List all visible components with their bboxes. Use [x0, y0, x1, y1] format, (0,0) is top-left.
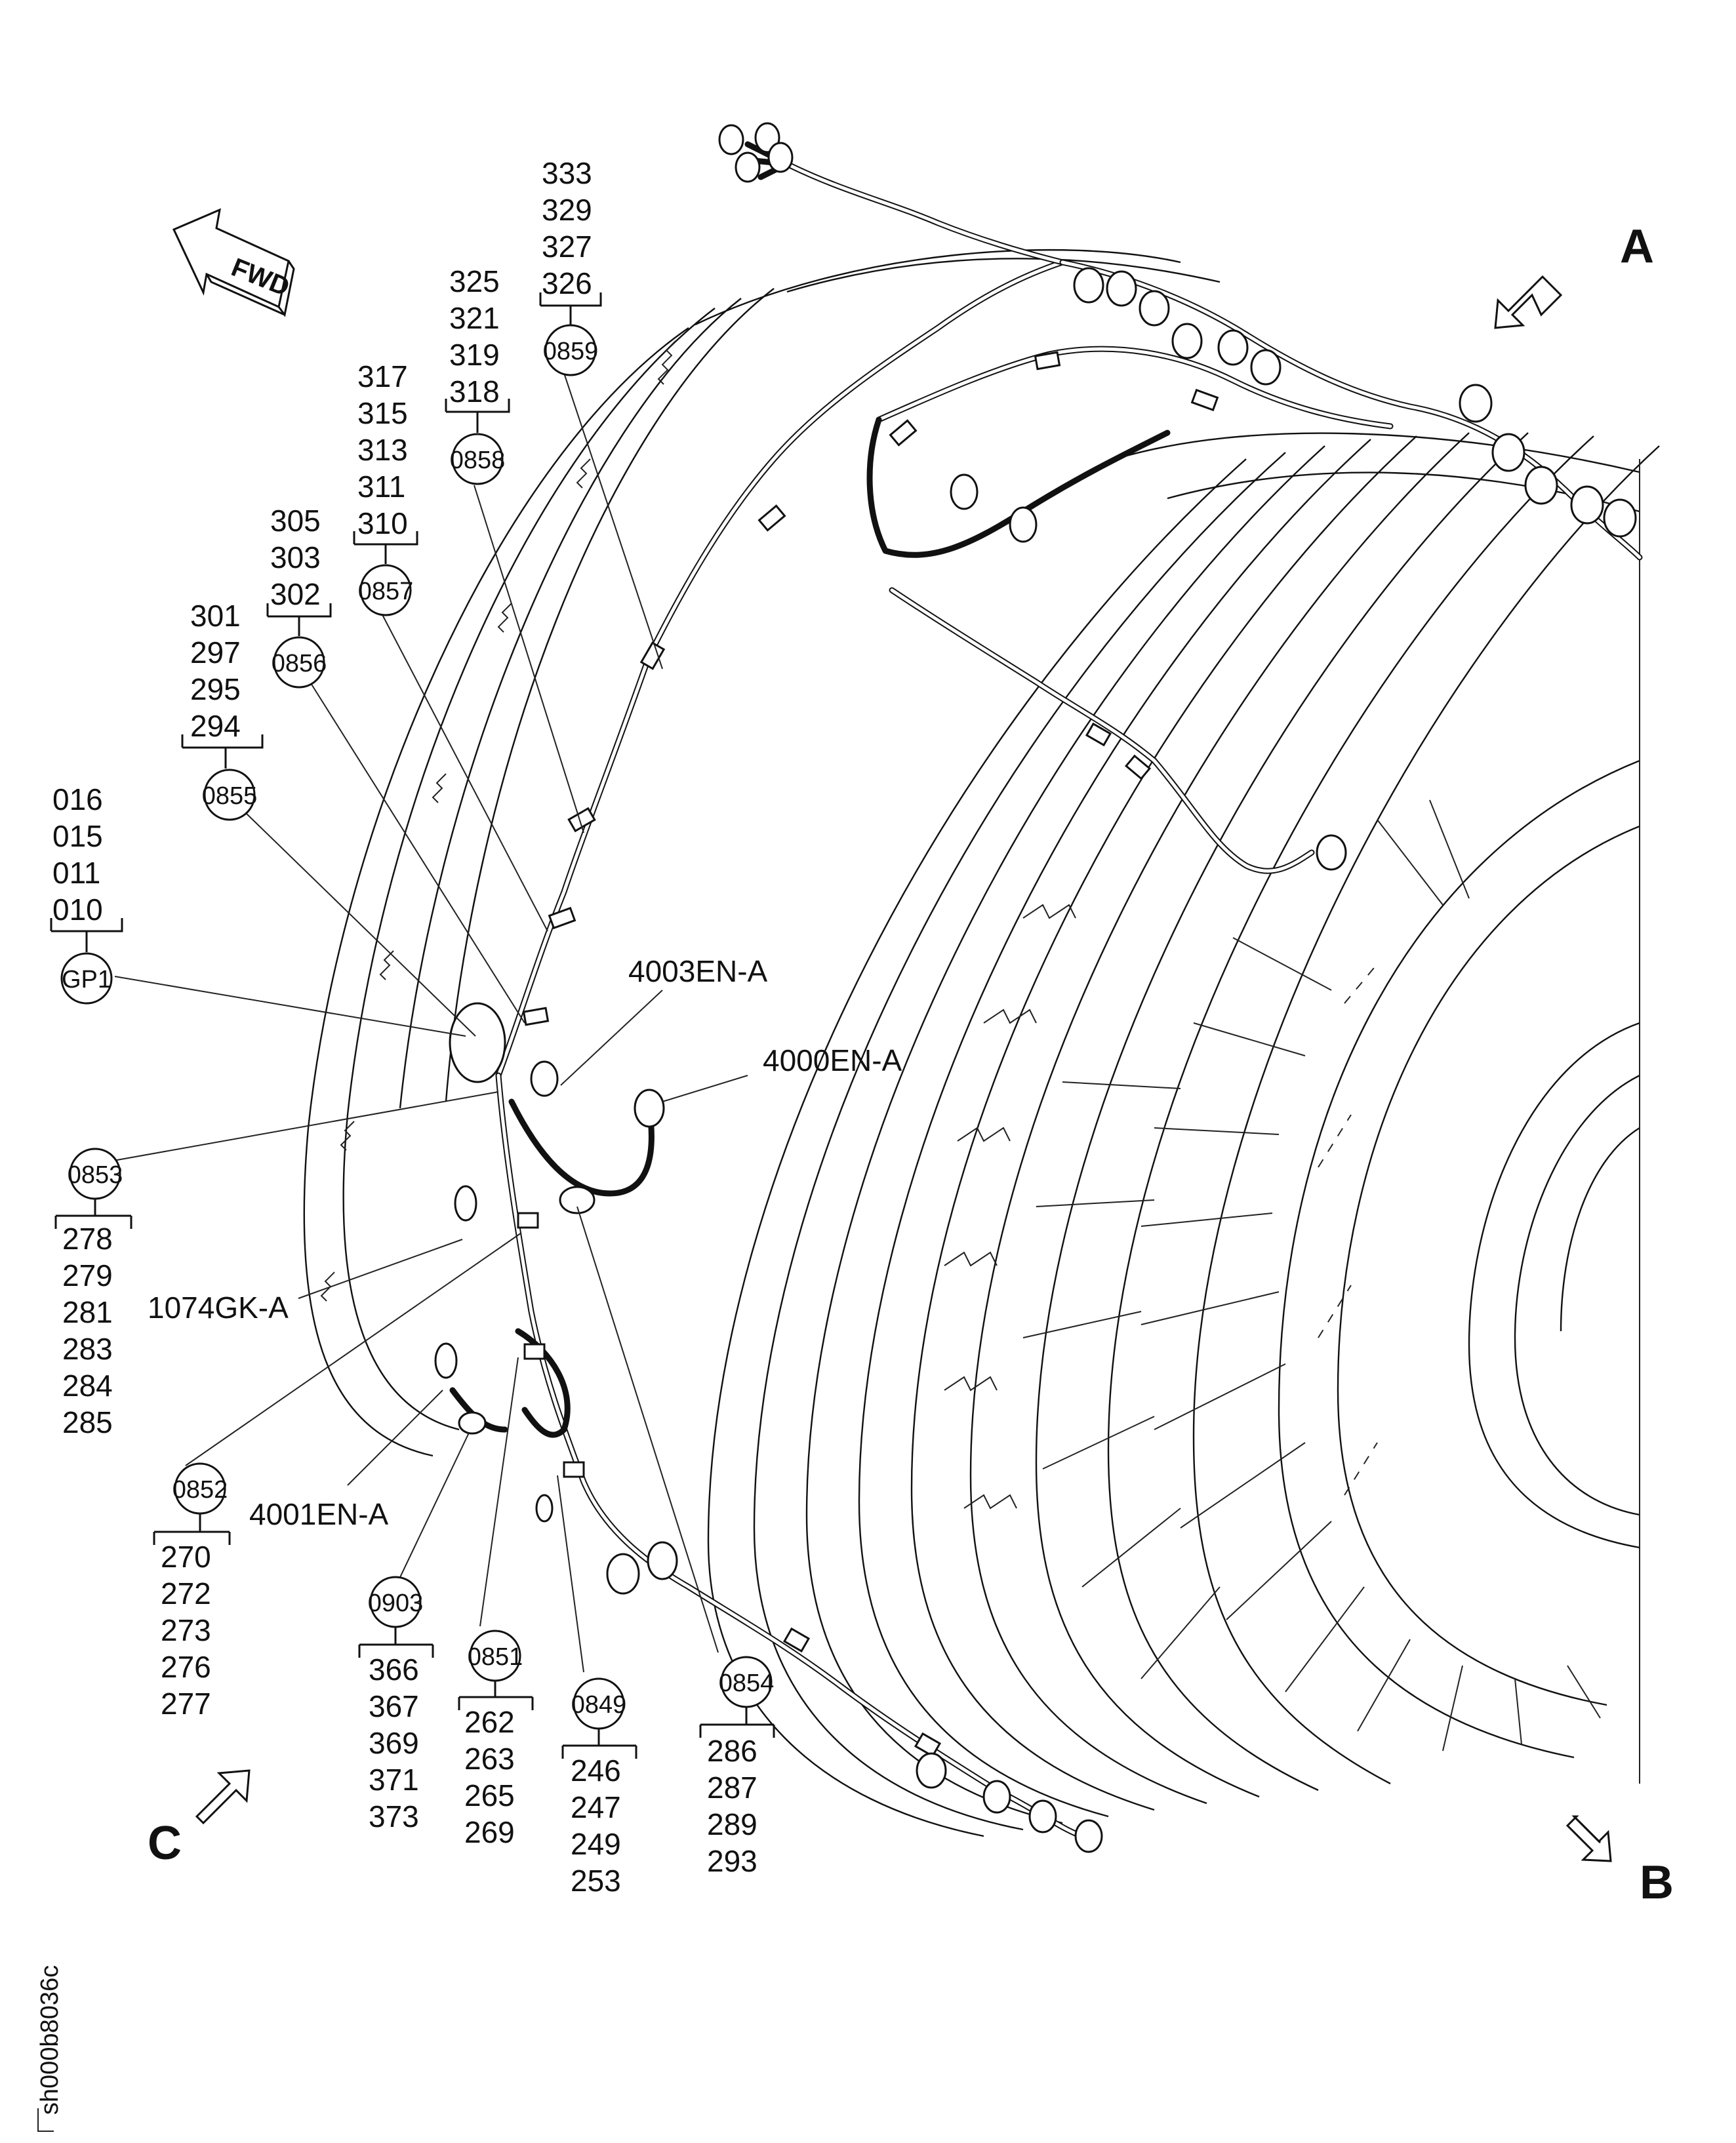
callout-0853-item: 284 [62, 1369, 113, 1403]
callout-0849-item: 253 [571, 1864, 621, 1898]
callout-gp1-item: 011 [52, 856, 100, 890]
callout-0854-item: 286 [707, 1734, 757, 1768]
callout-0857: 317 315 313 311 310 0857 [353, 359, 418, 616]
callout-gp1-item: 015 [52, 819, 103, 853]
callout-0859-item: 327 [542, 230, 592, 264]
callout-0857-item: 311 [357, 470, 405, 504]
callout-0859: 333 329 327 326 0859 [539, 156, 602, 376]
callout-0857-item: 313 [357, 433, 408, 467]
callout-0855-item: 294 [190, 709, 241, 743]
label-4003en-a: 4003EN-A [628, 954, 768, 988]
callout-0849-item: 247 [571, 1790, 621, 1824]
callout-0853-code: 0853 [68, 1161, 123, 1189]
callout-0903-item: 366 [369, 1652, 419, 1687]
callout-0856-code: 0856 [272, 650, 327, 677]
callout-0857-item: 310 [357, 506, 408, 540]
callout-0851: 0851 262 263 265 269 [458, 1630, 534, 1849]
callout-0853-item: 279 [62, 1258, 113, 1292]
callout-gp1-item: 016 [52, 782, 103, 816]
callout-0855-code: 0855 [202, 782, 258, 810]
callout-0852: 0852 270 272 273 276 277 [153, 1462, 231, 1721]
callout-0853-item: 281 [62, 1295, 113, 1329]
view-letter-c: C [148, 1817, 182, 1870]
callout-0858: 325 321 319 318 0858 [445, 264, 510, 485]
callout-gp1-code: GP1 [62, 966, 111, 993]
callout-0903-code: 0903 [368, 1590, 424, 1617]
callout-0851-item: 269 [464, 1815, 515, 1849]
harness-clamps [458, 351, 1219, 1757]
callout-0858-item: 325 [449, 264, 500, 298]
callout-0858-item: 319 [449, 338, 500, 372]
callout-0859-item: 326 [542, 266, 592, 300]
callout-0854: 0854 286 287 289 293 [699, 1656, 775, 1878]
callout-0852-item: 270 [161, 1540, 211, 1574]
callout-0854-item: 287 [707, 1771, 757, 1805]
callout-0857-item: 317 [357, 359, 408, 393]
callout-0855-item: 295 [190, 672, 241, 706]
figure-id-text: sh000b8036c [36, 1965, 64, 2115]
callout-0853-item: 285 [62, 1405, 113, 1439]
callout-0903-item: 371 [369, 1763, 419, 1797]
callout-0857-item: 315 [357, 396, 408, 430]
callout-0858-item: 321 [449, 301, 500, 335]
callout-0859-item: 329 [542, 193, 592, 227]
callout-0903: 0903 366 367 369 371 373 [358, 1576, 434, 1833]
callout-0854-item: 289 [707, 1807, 757, 1841]
view-arrow-c: C [148, 1769, 251, 1870]
callout-0855: 301 297 295 294 0855 [181, 599, 264, 821]
callout-gp1-item: 010 [52, 892, 103, 927]
callout-0852-item: 277 [161, 1687, 211, 1721]
callout-0853-item: 283 [62, 1332, 113, 1366]
callout-0854-code: 0854 [719, 1670, 775, 1697]
callout-0903-item: 369 [369, 1726, 419, 1760]
callout-0852-item: 276 [161, 1650, 211, 1684]
callout-0849: 0849 246 247 249 253 [561, 1677, 637, 1898]
callout-0852-item: 272 [161, 1576, 211, 1611]
figure-id: sh000b8036c [36, 1965, 64, 2132]
callout-0856: 305 303 302 0856 [266, 504, 332, 689]
callout-0854-item: 293 [707, 1844, 757, 1878]
callout-0856-item: 305 [270, 504, 321, 538]
callout-0852-code: 0852 [172, 1476, 228, 1504]
callout-0859-item: 333 [542, 156, 592, 190]
callout-0859-code: 0859 [543, 338, 599, 365]
callout-0858-code: 0858 [450, 447, 506, 474]
callout-0858-item: 318 [449, 374, 500, 409]
callout-0855-item: 301 [190, 599, 241, 633]
label-4000en-a: 4000EN-A [763, 1043, 902, 1077]
fwd-arrow: FWD [172, 208, 295, 317]
callout-0853-item: 278 [62, 1222, 113, 1256]
label-4001en-a: 4001EN-A [249, 1497, 389, 1531]
callout-0851-item: 262 [464, 1705, 515, 1739]
label-1074gk-a: 1074GK-A [148, 1291, 289, 1325]
view-arrow-a: A [1494, 220, 1654, 329]
callout-0903-item: 367 [369, 1689, 419, 1723]
callout-0851-code: 0851 [468, 1643, 523, 1671]
connectors [434, 122, 1637, 1853]
callout-0849-item: 246 [571, 1753, 621, 1788]
view-arrow-b: B [1565, 1815, 1674, 1909]
callout-gp1: 016 015 011 010 GP1 [50, 782, 123, 1005]
callout-0855-item: 297 [190, 635, 241, 670]
callout-0852-item: 273 [161, 1613, 211, 1647]
callout-0857-code: 0857 [358, 578, 414, 605]
callout-0856-item: 302 [270, 577, 321, 611]
callout-0851-item: 265 [464, 1778, 515, 1813]
engine-casing [303, 249, 1660, 1837]
callout-0849-item: 249 [571, 1827, 621, 1861]
callout-0853: 0853 278 279 281 283 284 285 [54, 1148, 132, 1439]
view-letter-b: B [1640, 1856, 1674, 1909]
leader-lines [94, 374, 748, 1673]
callout-0903-item: 373 [369, 1799, 419, 1833]
callout-0856-item: 303 [270, 540, 321, 574]
view-letter-a: A [1620, 220, 1654, 273]
callout-0849-code: 0849 [571, 1691, 627, 1719]
callout-0851-item: 263 [464, 1742, 515, 1776]
